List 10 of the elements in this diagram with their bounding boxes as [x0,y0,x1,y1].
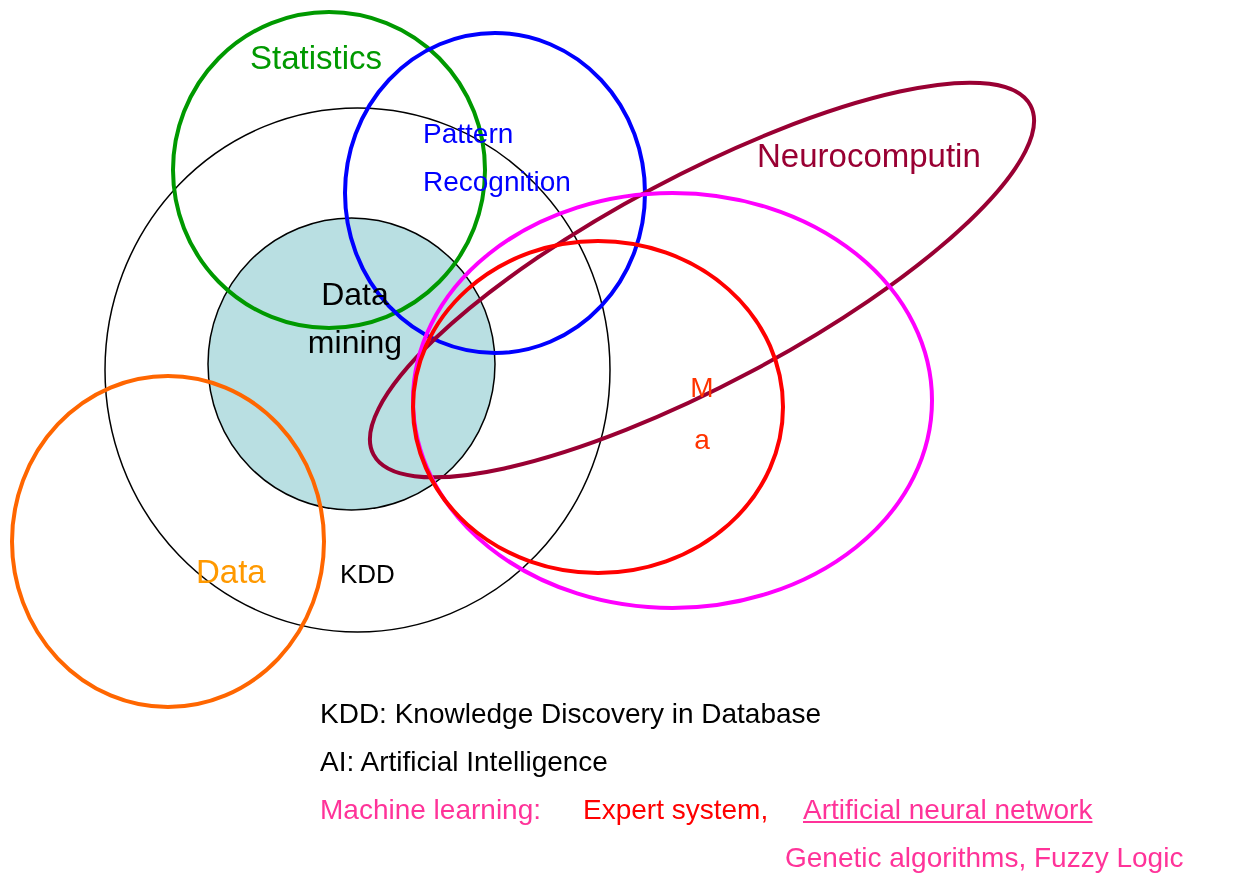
set-label: Neurocomputin [757,136,981,176]
abbreviation-note: KDD: Knowledge Discovery in Database [320,698,822,730]
note-text: Expert system, [583,794,769,826]
set-label: Statistics [250,38,383,78]
abbreviation-note: AI: Artificial Intelligence [320,746,608,778]
set-label: KDD [340,558,395,591]
note-text: Artificial neural network [803,794,1093,826]
note-text: Genetic algorithms, Fuzzy Logic [785,842,1184,874]
note-text: Machine learning: [320,794,542,826]
set-label: Data [196,552,266,592]
